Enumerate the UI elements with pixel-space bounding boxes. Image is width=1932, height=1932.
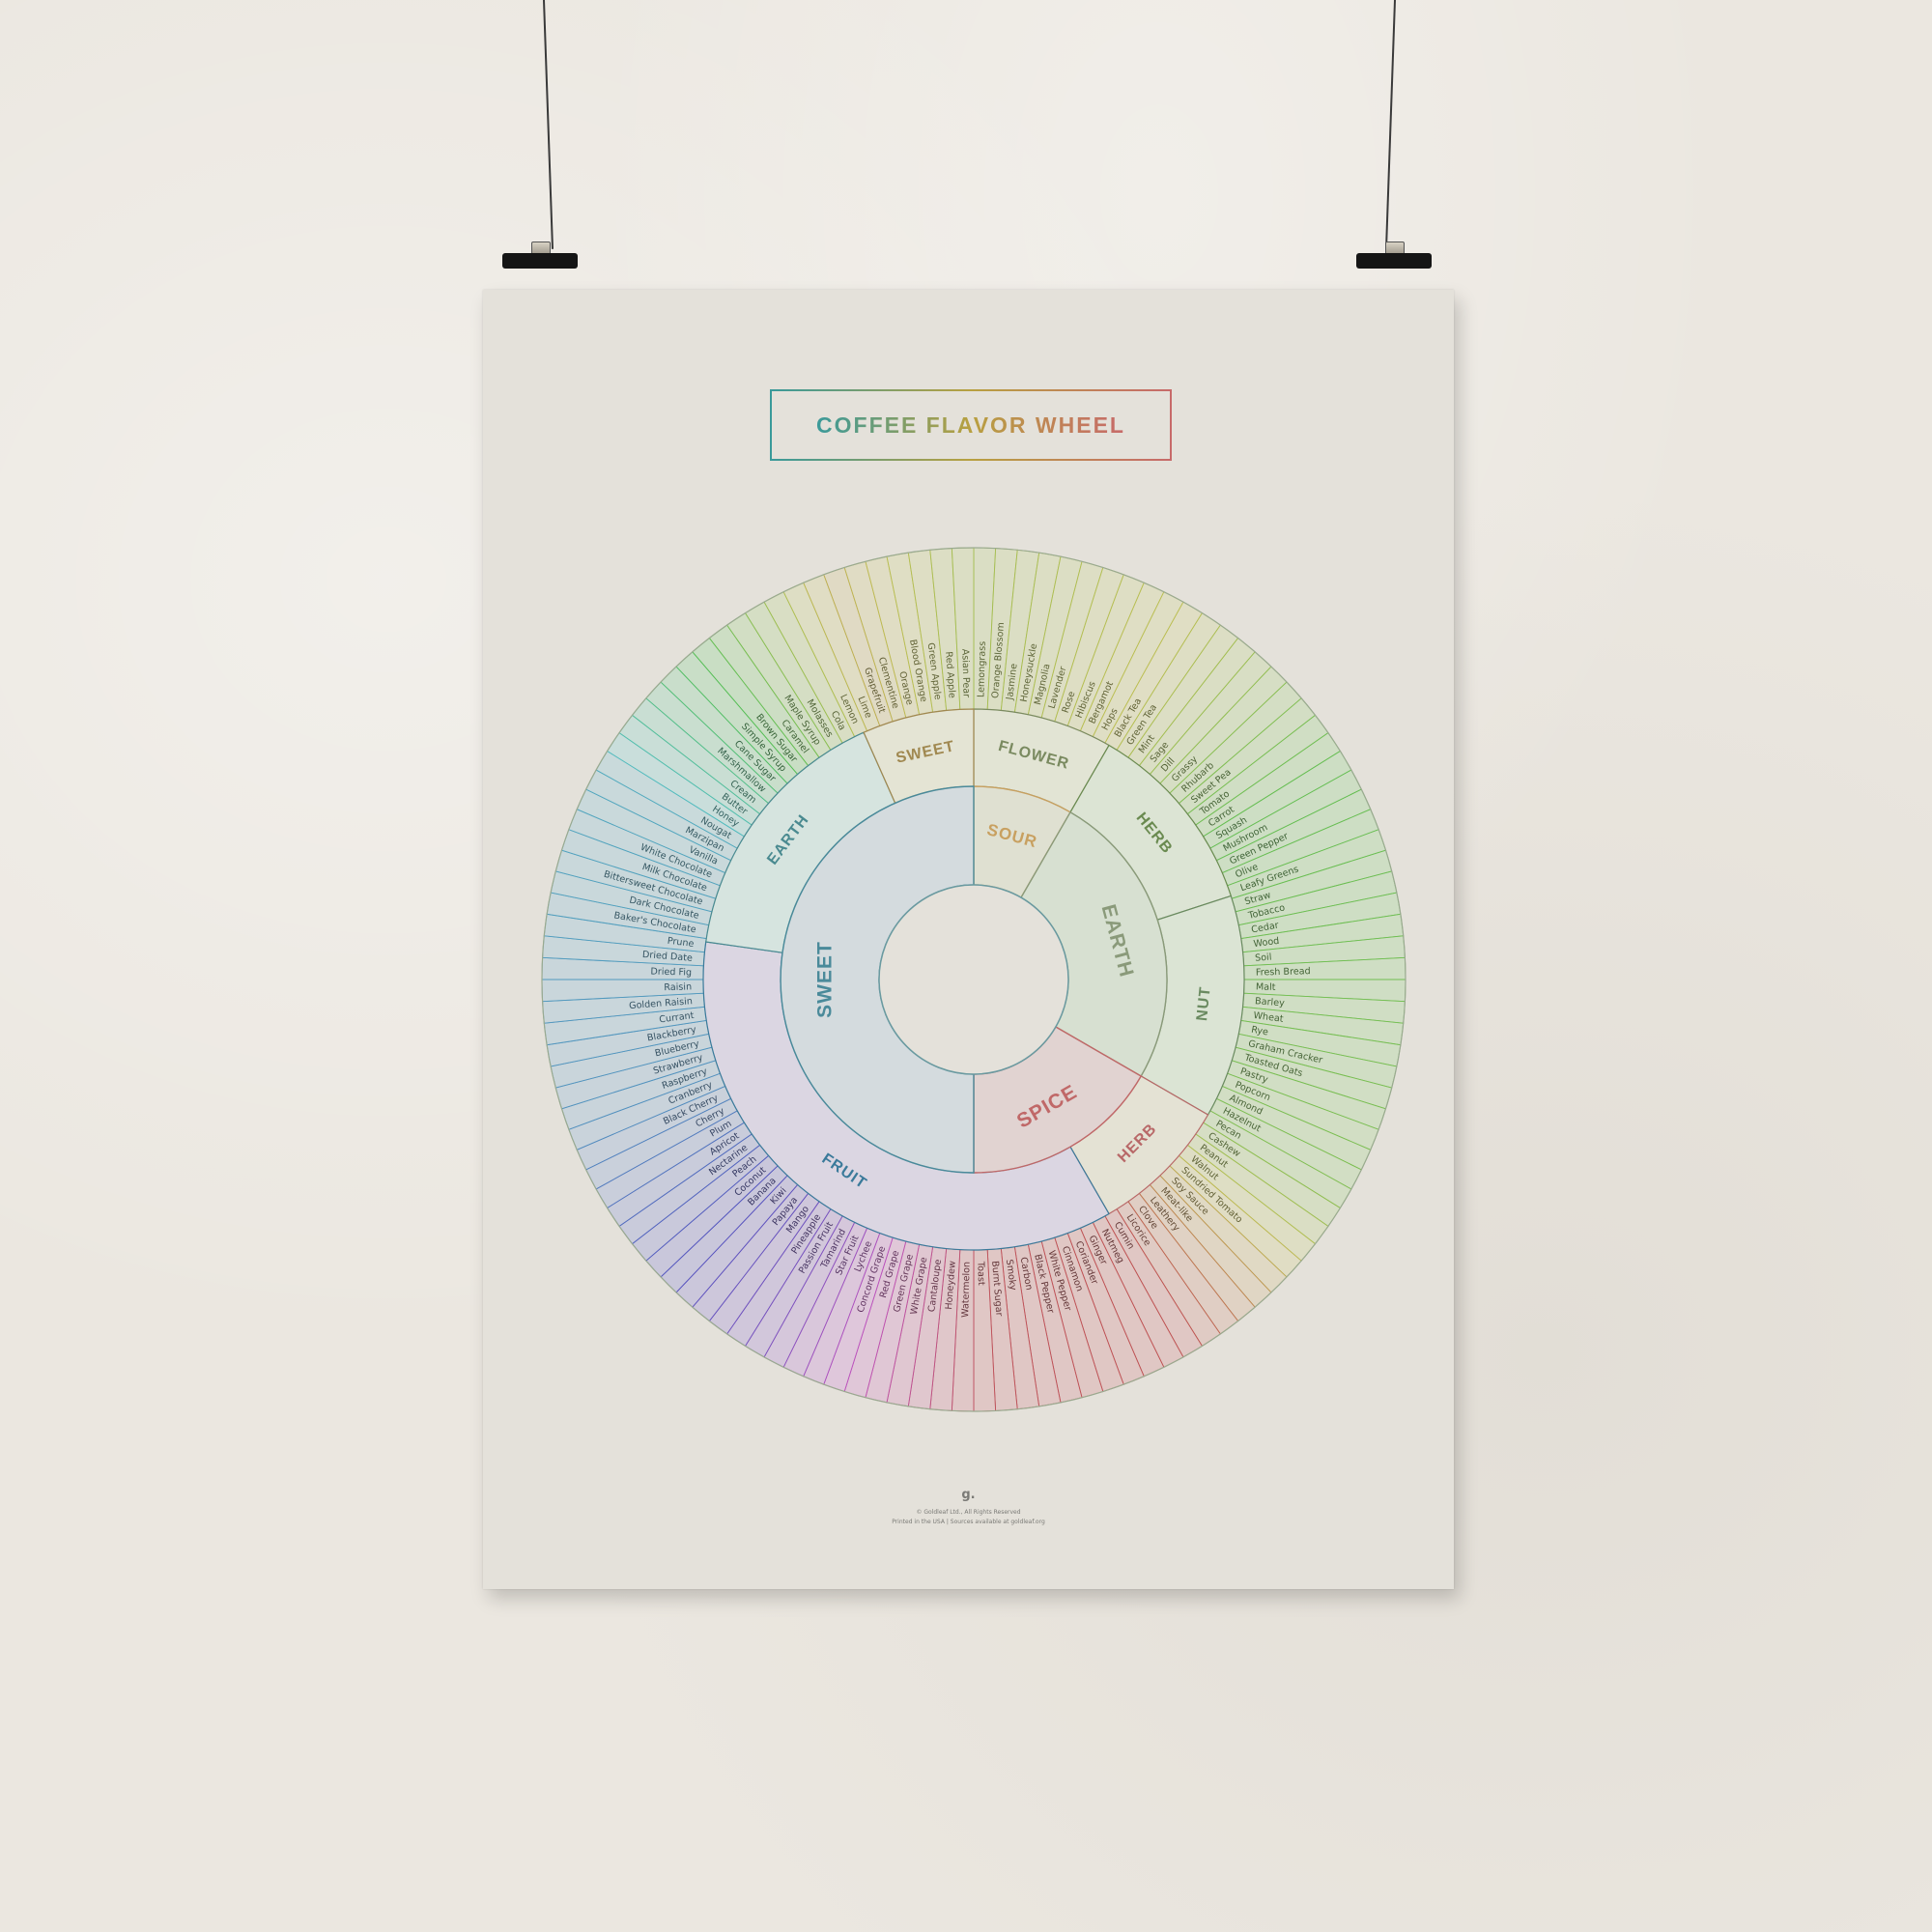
flavor-label: Golden Raisin: [629, 996, 693, 1011]
flavor-label: Wood: [1253, 936, 1280, 950]
flavor-label: Prune: [667, 936, 695, 950]
footer-copyright: © Goldleaf Ltd., All Rights Reserved: [916, 1509, 1021, 1516]
flavor-label: Lemongrass: [976, 641, 987, 698]
footer-sources: Printed in the USA | Sources available a…: [892, 1519, 1045, 1525]
binder-clip-right: [1356, 242, 1432, 269]
title-box: COFFEE FLAVOR WHEEL: [770, 389, 1172, 461]
flavor-label: Honeydew: [944, 1261, 958, 1310]
flavor-label: Burnt Sugar: [989, 1261, 1004, 1317]
wheel-outer-border: [541, 547, 1406, 1412]
poster-title: COFFEE FLAVOR WHEEL: [816, 412, 1125, 438]
flavor-label: Soil: [1255, 952, 1272, 964]
footer-logo: g.: [961, 1488, 976, 1502]
flavor-label: Toast: [975, 1261, 986, 1286]
flavor-label: Barley: [1255, 996, 1286, 1009]
flavor-label: Asian Pear: [959, 649, 971, 698]
flavor-label: Malt: [1256, 981, 1276, 993]
binder-clip-left: [502, 242, 578, 269]
flavor-label: Watermelon: [960, 1262, 972, 1318]
flavor-label: Wheat: [1253, 1010, 1284, 1025]
category-label: NUT: [1194, 985, 1214, 1021]
flavor-label: Currant: [659, 1010, 696, 1026]
wheel-center: [878, 884, 1069, 1075]
flavor-label: Cedar: [1251, 921, 1280, 936]
flavor-label: Raisin: [664, 981, 692, 993]
flavor-label: Dried Date: [642, 950, 694, 964]
taste-label: SWEET: [814, 941, 837, 1018]
flavor-label: Smoky: [1004, 1259, 1018, 1292]
flavor-label: Dried Fig: [650, 967, 692, 979]
flavor-label: Fresh Bread: [1256, 966, 1311, 978]
flavor-label: Jasmine: [1005, 663, 1020, 701]
flavor-label: Red Apple: [943, 651, 957, 698]
flavor-label: Rye: [1250, 1025, 1268, 1038]
